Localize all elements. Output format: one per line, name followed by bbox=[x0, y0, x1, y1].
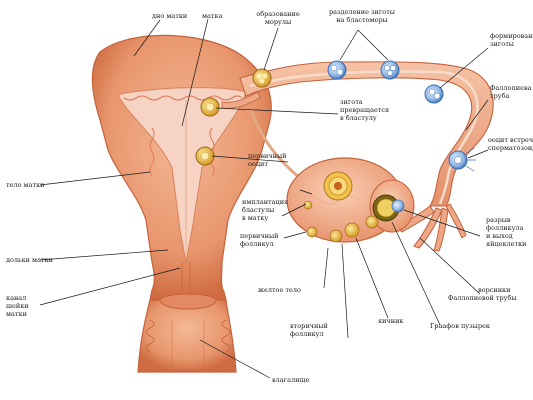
label-graafian-follicle: Граафов пузырек bbox=[430, 322, 490, 330]
left-tube bbox=[221, 91, 261, 109]
leader-lines bbox=[39, 18, 489, 379]
blastomere-cell bbox=[380, 60, 400, 80]
zygote-cell bbox=[424, 84, 444, 104]
blastula-cell bbox=[200, 97, 220, 117]
secondary-follicle-cell bbox=[329, 229, 343, 243]
corpus-luteum-cell bbox=[323, 171, 353, 201]
label-fundus: дно матки bbox=[152, 12, 187, 20]
primary-follicle-cell bbox=[306, 226, 318, 238]
morula-cell bbox=[252, 68, 272, 88]
label-ovary: яичник bbox=[378, 317, 403, 325]
label-oocyte-meets-sperm: ооцит встречаетсперматозоиды bbox=[488, 136, 533, 152]
tube-cells bbox=[327, 60, 476, 172]
fertilization-cell bbox=[448, 147, 476, 172]
implanted-blastula-cell bbox=[195, 146, 215, 166]
uterus-cells bbox=[195, 68, 272, 166]
released-oocyte bbox=[391, 199, 405, 213]
label-uterus: матка bbox=[202, 12, 223, 20]
uterus bbox=[91, 34, 272, 301]
label-corpus-uteri: тело матки bbox=[6, 181, 44, 189]
zygote-division-cell bbox=[327, 60, 347, 80]
label-corpus-luteum: желтое тело bbox=[258, 286, 301, 294]
label-vagina: влагалище bbox=[272, 376, 309, 384]
label-zygote-forming: формированиезиготы bbox=[490, 32, 533, 48]
ovary bbox=[248, 107, 415, 243]
label-endometrium: дольки матки bbox=[6, 256, 53, 264]
endometrium-lining bbox=[123, 95, 243, 101]
uterine-cavity bbox=[117, 87, 247, 263]
vagina bbox=[137, 293, 237, 373]
